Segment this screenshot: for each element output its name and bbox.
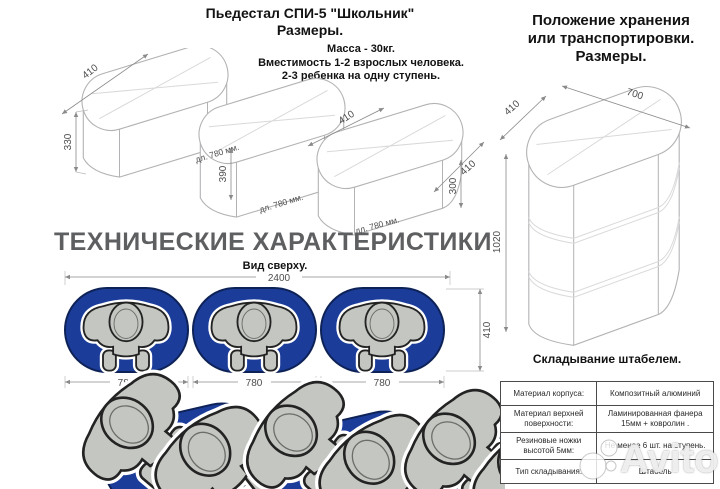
storage-caption: Складывание штабелем.	[532, 352, 682, 366]
table-row-1-label: Материал корпуса:	[513, 388, 585, 398]
dim-step3-width: 780	[374, 378, 391, 389]
product-title: Пьедестал СПИ-5 "Школьник"	[205, 5, 415, 21]
product-subtitle: Размеры.	[276, 22, 344, 38]
table-row-3-value: Не менее 6 шт. на ступень.	[596, 432, 713, 459]
storage-stack-diagram: 410 700 1020	[492, 85, 691, 346]
storage-title-line3: Размеры.	[575, 48, 647, 65]
table-row-4-value: Штабель	[596, 459, 713, 483]
table-row-4-label: Тип складывания:	[501, 459, 597, 483]
top-view-diagram: 2400 780 780 780 410	[40, 271, 505, 489]
dim-step2-width: 780	[246, 378, 263, 389]
dim-storage-depth: 410	[502, 98, 522, 118]
dim-storage-height: 1020	[492, 230, 503, 253]
table-row-2-value: Ламинированная фанера 15мм + ковролин .	[596, 405, 713, 432]
spec-mass: Масса - 30кг.	[327, 43, 395, 55]
storage-title: Положение хранения или транспортировки. …	[505, 12, 717, 66]
isometric-steps-diagram: 410 330 дл. 780 мм. 390 дл. 780 мм. 410 …	[61, 48, 485, 236]
dim-p2-height: 390	[218, 165, 229, 182]
dim-storage-width: 700	[625, 87, 645, 103]
dim-step-depth: 410	[482, 321, 493, 338]
stacked-pedestals	[526, 86, 682, 346]
tech-heading: ТЕХНИЧЕСКИЕ ХАРАКТЕРИСТИКИ	[54, 228, 492, 256]
dim-p3-height: 300	[448, 177, 459, 194]
spec-capacity: Вместимость 1-2 взрослых человека.	[258, 56, 464, 69]
dim-p1-height: 330	[63, 133, 74, 150]
spec-table: Материал корпуса: Композитный алюминий М…	[500, 381, 714, 484]
crowd-row	[68, 359, 505, 489]
table-row-3-label: Резиновые ножки высотой 5мм:	[501, 432, 597, 459]
storage-title-line2: или транспортировки.	[527, 30, 695, 47]
page-title: Пьедестал СПИ-5 "Школьник" Размеры.	[160, 5, 460, 39]
storage-title-line1: Положение хранения	[532, 12, 690, 29]
dim-total-width: 2400	[268, 273, 291, 284]
top-view-label: Вид сверху.	[242, 260, 308, 272]
table-row-2-label: Материал верхней поверхности:	[501, 405, 597, 432]
table-row-1-value: Композитный алюминий	[596, 382, 713, 405]
